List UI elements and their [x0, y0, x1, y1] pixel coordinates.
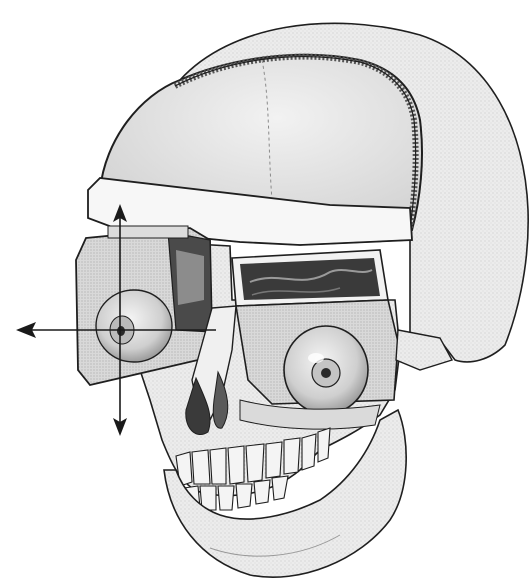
sinus-cavity-cutaway	[232, 250, 388, 306]
right-eyeball	[284, 326, 368, 414]
left-eyeball	[96, 290, 172, 362]
